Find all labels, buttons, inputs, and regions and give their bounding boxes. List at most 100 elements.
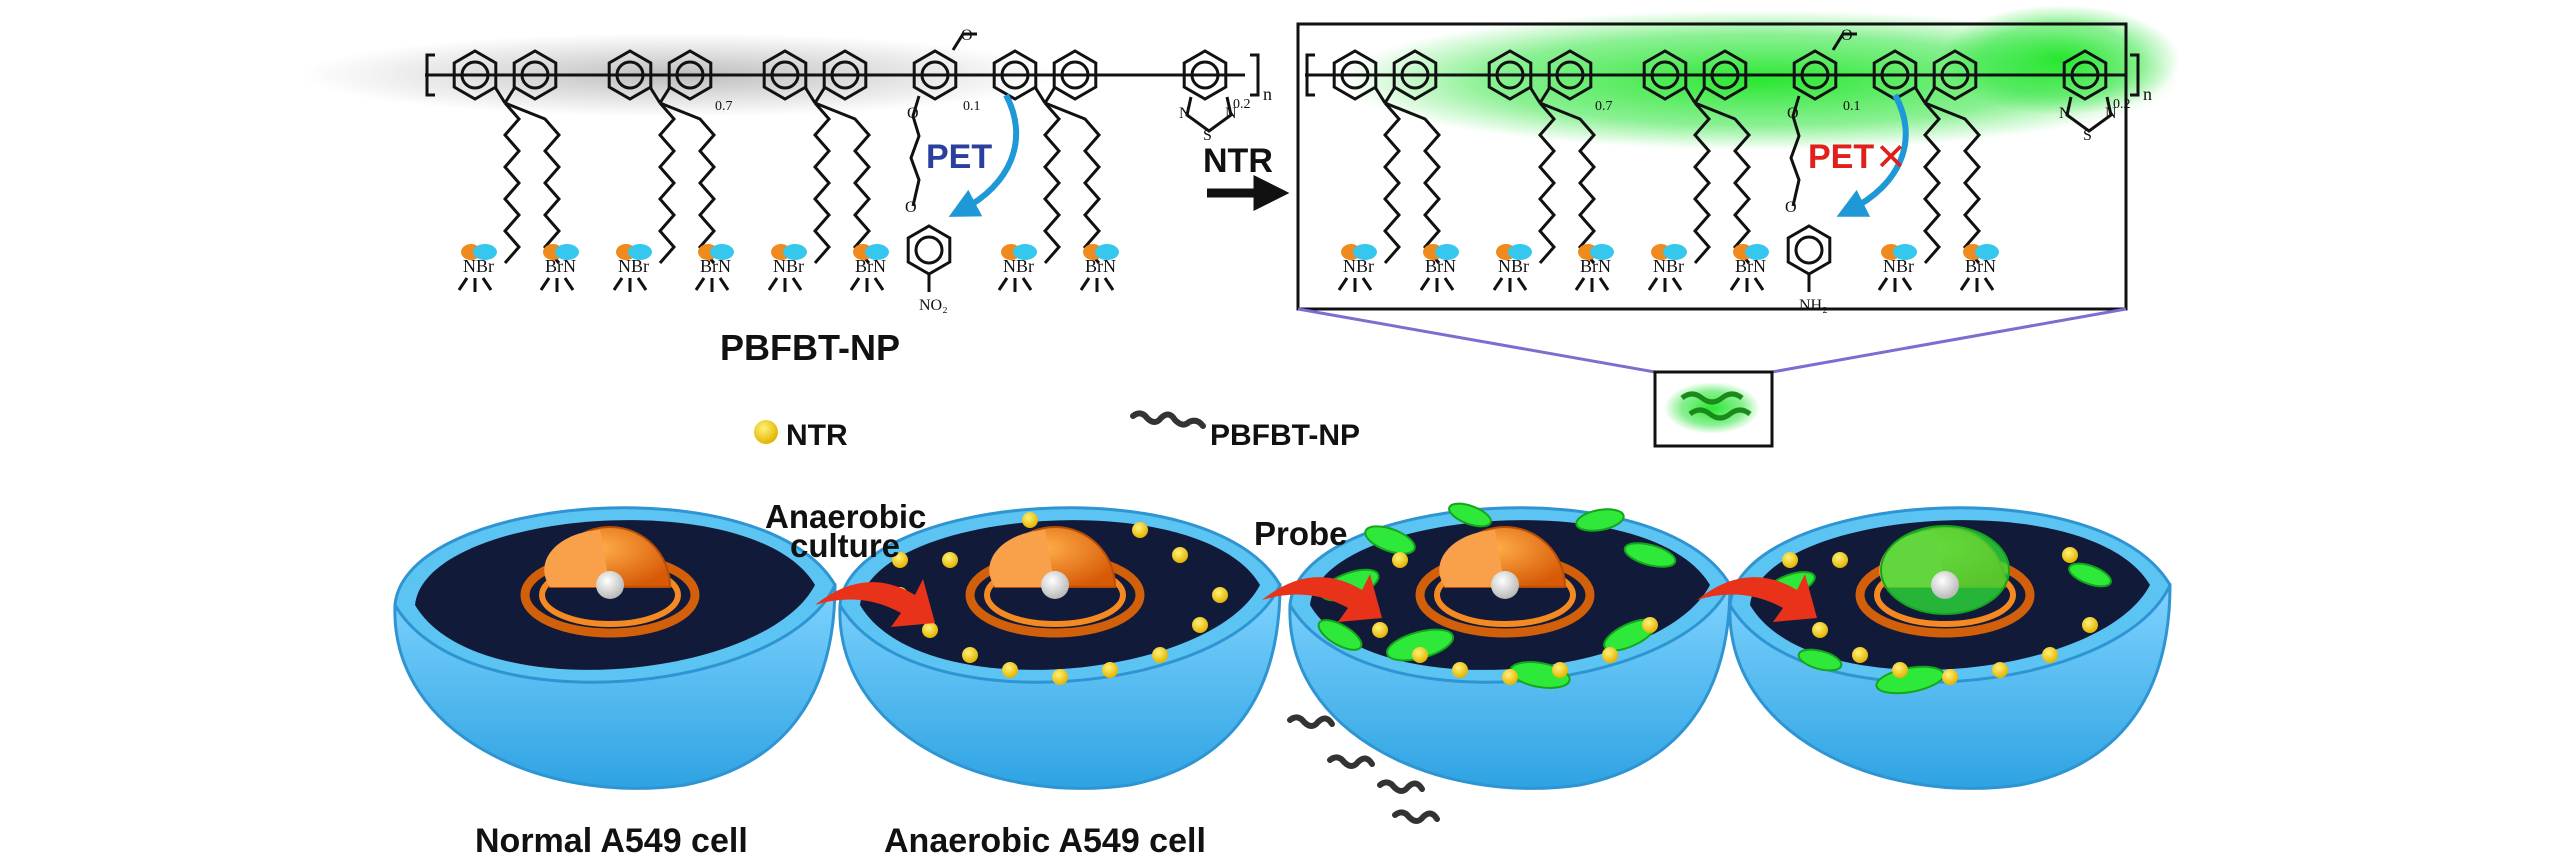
terminal-ring bbox=[906, 224, 952, 276]
alkyl-chain bbox=[504, 101, 561, 264]
bond bbox=[1693, 86, 1707, 104]
aromatic-circle bbox=[675, 60, 705, 90]
benzene-ring bbox=[607, 49, 653, 101]
benzene-ring bbox=[1932, 49, 1978, 101]
methyl-bonds bbox=[457, 277, 493, 292]
aromatic-circle bbox=[1880, 60, 1910, 90]
thiadiazole-n: N bbox=[1179, 105, 1191, 122]
ammonium-ion bbox=[473, 244, 497, 260]
amine-group-label: NBr bbox=[618, 256, 649, 276]
cell bbox=[1288, 502, 1732, 790]
ammonium-ion bbox=[555, 244, 579, 260]
ntr-enzyme-dot bbox=[1212, 587, 1228, 603]
ntr-enzyme-dot bbox=[1102, 662, 1118, 678]
bond bbox=[1373, 86, 1387, 104]
nucleolus bbox=[596, 571, 624, 599]
bracket-left bbox=[1305, 53, 1315, 97]
ammonium-ion bbox=[1663, 244, 1687, 260]
cell2-label: Anaerobic A549 cell bbox=[884, 822, 1206, 860]
polymer-after bbox=[1296, 5, 2180, 311]
benzene-ring bbox=[667, 49, 713, 101]
legend bbox=[754, 410, 1206, 444]
nitro-group: NO₂ bbox=[919, 297, 948, 314]
ntr-enzyme-dot bbox=[1412, 647, 1428, 663]
alkyl-chain bbox=[1539, 101, 1596, 264]
alkyl-chain bbox=[1538, 102, 1556, 264]
nucleolus bbox=[1491, 571, 1519, 599]
methyl-bonds bbox=[1877, 277, 1913, 292]
ntr-enzyme-dot bbox=[1192, 617, 1208, 633]
benzene-ring bbox=[762, 49, 808, 101]
aromatic-circle bbox=[1400, 60, 1430, 90]
subscript-0-2: 0.2 bbox=[1233, 97, 1251, 112]
bond bbox=[503, 86, 517, 104]
cell bbox=[838, 506, 1282, 790]
benzene-ring bbox=[1487, 49, 1533, 101]
benzene-ring bbox=[452, 49, 498, 101]
ammonium-ion bbox=[628, 244, 652, 260]
ammonium-ion bbox=[1353, 244, 1377, 260]
alkyl-chain bbox=[1694, 101, 1751, 264]
ammonium-ion bbox=[1508, 244, 1532, 260]
cell bbox=[1728, 506, 2172, 790]
amine-group-label: BrN bbox=[1085, 256, 1116, 276]
ammonium-ion bbox=[1893, 244, 1917, 260]
amine-group-label: BrN bbox=[1580, 256, 1611, 276]
bond bbox=[1383, 86, 1397, 104]
thiadiazole-n: N bbox=[1225, 105, 1237, 122]
bond bbox=[1033, 86, 1047, 104]
ntr-enzyme-dot bbox=[1022, 512, 1038, 528]
thiadiazole-s: S bbox=[2083, 127, 2092, 144]
subscript-0-1: 0.1 bbox=[963, 99, 981, 114]
methyl-bonds bbox=[539, 277, 575, 292]
polymer-chain-left bbox=[425, 32, 1260, 292]
ntr-enzyme-dot bbox=[1602, 647, 1618, 663]
amine-group-label: NBr bbox=[1003, 256, 1034, 276]
pet-arrow-off bbox=[1836, 93, 1909, 217]
amine-group-label: BrN bbox=[1965, 256, 1996, 276]
ntr-enzyme-dot bbox=[2082, 617, 2098, 633]
aromatic-circle bbox=[1555, 60, 1585, 90]
aromatic-circle bbox=[1800, 60, 1830, 90]
fluorescent-probe bbox=[2068, 562, 2112, 588]
linker-chain bbox=[909, 95, 921, 207]
alkyl-chain bbox=[1923, 102, 1941, 264]
ether-oxygen: O bbox=[907, 105, 919, 122]
nucleolus bbox=[1041, 571, 1069, 599]
thiadiazole-ring bbox=[2065, 96, 2113, 133]
ntr-enzyme-dot bbox=[1782, 552, 1798, 568]
alkyl-chain bbox=[813, 102, 831, 264]
ntr-enzyme-dot bbox=[1172, 547, 1188, 563]
process-arrow-1 bbox=[815, 579, 935, 627]
benzene-ring bbox=[1392, 49, 1438, 101]
probe-legend-icon bbox=[1130, 410, 1206, 429]
benzene-ring bbox=[512, 49, 558, 101]
ammonium-ion bbox=[1013, 244, 1037, 260]
aromatic-circle bbox=[770, 60, 800, 90]
legend-ntr-label: NTR bbox=[786, 419, 848, 452]
polymer-before bbox=[300, 32, 1260, 292]
subscript-0-7: 0.7 bbox=[715, 99, 733, 114]
amine-group-label: BrN bbox=[545, 256, 576, 276]
pet-arrow-on bbox=[948, 93, 1020, 217]
cell1-label: Normal A549 cell bbox=[475, 822, 748, 860]
process-arrows bbox=[815, 574, 1817, 627]
aromatic-circle bbox=[1710, 60, 1740, 90]
ntr-enzyme-dot bbox=[922, 622, 938, 638]
methyl-bonds bbox=[1647, 277, 1683, 292]
nucleus-cutaway bbox=[1439, 530, 1505, 587]
ntr-enzyme-dot bbox=[1852, 647, 1868, 663]
bond bbox=[1683, 86, 1697, 104]
methyl-bonds bbox=[1337, 277, 1373, 292]
ether-oxygen: O bbox=[1787, 105, 1799, 122]
polymer-chain-right bbox=[1305, 32, 2140, 292]
benzene-ring bbox=[992, 49, 1038, 101]
methyl-bonds bbox=[767, 277, 803, 292]
benzene-ring bbox=[1332, 49, 1378, 101]
ntr-enzyme-dot bbox=[1372, 622, 1388, 638]
alkyl-chain bbox=[659, 101, 716, 264]
ammonium-ion bbox=[1975, 244, 1999, 260]
alkyl-chain bbox=[1924, 101, 1981, 264]
bracket-left bbox=[425, 53, 435, 97]
ntr-enzyme-dot bbox=[962, 647, 978, 663]
